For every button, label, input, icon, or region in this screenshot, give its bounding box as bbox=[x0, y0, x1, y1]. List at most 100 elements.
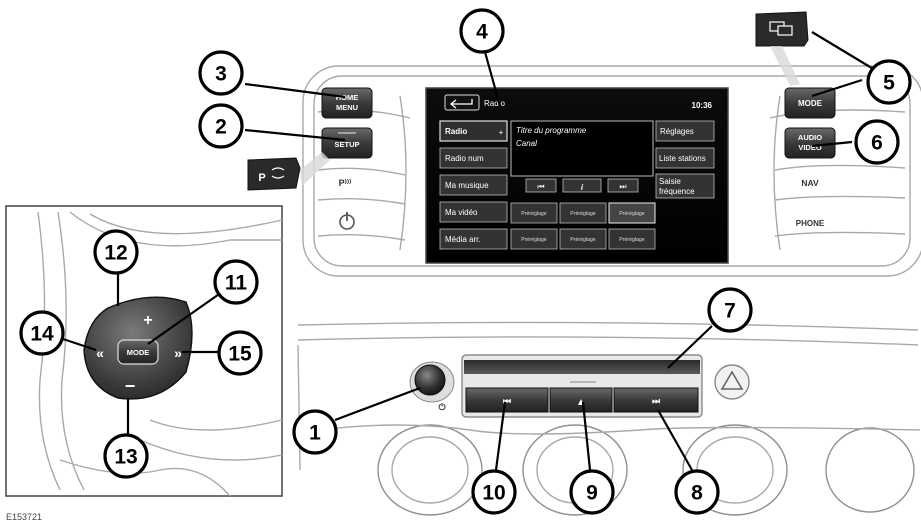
svg-text:13: 13 bbox=[114, 446, 137, 469]
skip-back-icon: ⏮ bbox=[537, 182, 544, 191]
seek-back-icon[interactable]: « bbox=[96, 345, 104, 361]
power-button[interactable] bbox=[339, 212, 355, 230]
svg-text:9: 9 bbox=[586, 482, 598, 505]
svg-text:5: 5 bbox=[883, 72, 895, 95]
screen-left-menu: Radio + Radio num Ma musique Ma vidéo Mé… bbox=[439, 120, 508, 250]
preset-label: Préréglage bbox=[570, 211, 595, 217]
preset-button[interactable] bbox=[510, 228, 558, 250]
svg-text:1: 1 bbox=[309, 422, 321, 445]
home-menu-button[interactable]: HOME MENU bbox=[321, 87, 373, 119]
menu-item-liste-stations-label: Liste stations bbox=[659, 154, 706, 163]
station-info-panel bbox=[510, 120, 654, 177]
svg-text:P: P bbox=[258, 172, 265, 184]
steering-control-pad[interactable]: + − « » MODE bbox=[83, 296, 193, 400]
menu-item-radio-num[interactable] bbox=[439, 147, 508, 169]
seek-forward-icon[interactable]: » bbox=[174, 345, 182, 361]
wheel-outline bbox=[89, 213, 283, 235]
screen-next-button[interactable]: ⏭ bbox=[607, 178, 639, 193]
preset-label: Préréglage bbox=[619, 211, 644, 217]
menu-item-media-arr-label: Média arr. bbox=[445, 235, 481, 244]
menu-item-media-arr[interactable] bbox=[439, 228, 508, 250]
volume-power-knob[interactable] bbox=[409, 361, 455, 403]
media-mode-badge-icon bbox=[755, 11, 809, 86]
power-icon: ⏻ bbox=[438, 402, 446, 412]
setup-button[interactable]: SETUP bbox=[321, 127, 373, 159]
menu-item-ma-video-label: Ma vidéo bbox=[445, 208, 478, 217]
callout-12: 12 bbox=[93, 229, 139, 275]
callout-14: 14 bbox=[19, 310, 65, 356]
menu-item-radio[interactable] bbox=[439, 120, 508, 142]
audio-video-button[interactable]: AUDIO VIDEO bbox=[784, 127, 836, 159]
menu-item-ma-video[interactable] bbox=[439, 201, 508, 223]
phone-button[interactable]: PHONE bbox=[796, 219, 825, 228]
bezel-line bbox=[317, 167, 406, 176]
callout-6: 6 bbox=[854, 119, 900, 165]
preset-button[interactable] bbox=[608, 202, 656, 224]
hazard-icon bbox=[720, 370, 744, 390]
callout-3: 3 bbox=[198, 50, 244, 96]
wheel-outline bbox=[57, 211, 85, 491]
mode-button[interactable]: MODE bbox=[784, 87, 836, 119]
menu-item-saisie-frequence[interactable] bbox=[655, 173, 715, 199]
preset-label: Préréglage bbox=[619, 237, 644, 243]
skip-forward-icon: ⏭ bbox=[619, 182, 626, 191]
preset-button[interactable] bbox=[510, 202, 558, 224]
eject-button[interactable]: ▲ bbox=[549, 387, 613, 413]
callout-13: 13 bbox=[103, 433, 149, 479]
bezel-line bbox=[399, 95, 407, 251]
preset-button[interactable] bbox=[559, 202, 607, 224]
svg-text:10: 10 bbox=[482, 482, 505, 505]
bezel-line bbox=[774, 231, 906, 237]
preset-label: Préréglage bbox=[521, 211, 546, 217]
volume-up-icon[interactable]: + bbox=[143, 312, 152, 329]
disc-slot[interactable] bbox=[464, 360, 700, 374]
menu-item-radio-num-label: Radio num bbox=[445, 154, 484, 163]
menu-item-reglages[interactable] bbox=[655, 120, 715, 142]
parking-aid-button[interactable]: P⁾⁾⁾ bbox=[339, 178, 352, 188]
prev-track-button[interactable]: ⏮ bbox=[465, 387, 549, 413]
skip-back-icon: ⏮ bbox=[503, 396, 511, 406]
screen-prev-button[interactable]: ⏮ bbox=[525, 178, 557, 193]
station-channel: Canal bbox=[516, 139, 537, 148]
screen-source-title: Radio bbox=[484, 99, 505, 108]
volume-down-icon[interactable]: − bbox=[125, 376, 136, 396]
preset-button[interactable] bbox=[608, 228, 656, 250]
svg-text:15: 15 bbox=[228, 343, 252, 366]
leader-lines bbox=[59, 31, 886, 471]
svg-text:2: 2 bbox=[215, 116, 227, 139]
station-programme-title: Titre du programme bbox=[516, 126, 587, 135]
menu-item-ma-musique[interactable] bbox=[439, 174, 508, 196]
svg-text:8: 8 bbox=[691, 482, 703, 505]
callout-7: 7 bbox=[707, 287, 753, 333]
preset-grid: Préréglage Préréglage Préréglage Prérégl… bbox=[510, 202, 656, 250]
svg-text:3: 3 bbox=[215, 63, 227, 86]
hazard-button[interactable] bbox=[714, 364, 750, 400]
menu-item-liste-stations[interactable] bbox=[655, 147, 715, 169]
setup-label: SETUP bbox=[334, 140, 359, 149]
back-arrow-icon bbox=[449, 99, 473, 109]
screen-info-button[interactable]: i bbox=[562, 178, 602, 193]
menu-item-saisie-label-line1: Saisie bbox=[659, 177, 681, 186]
callout-15: 15 bbox=[217, 330, 263, 376]
wheel-outline bbox=[59, 459, 231, 497]
lower-console: ⏮ ▲ ⏭ ⏻ bbox=[297, 321, 921, 516]
callout-10: 10 bbox=[471, 469, 517, 515]
home-menu-label-line2: MENU bbox=[336, 103, 358, 112]
next-track-button[interactable]: ⏭ bbox=[613, 387, 699, 413]
preset-label: Préréglage bbox=[570, 237, 595, 243]
preset-button[interactable] bbox=[559, 228, 607, 250]
back-button[interactable] bbox=[444, 94, 480, 111]
steering-mode-button[interactable]: MODE bbox=[117, 339, 159, 365]
menu-item-reglages-label: Réglages bbox=[660, 127, 694, 136]
callout-4: 4 bbox=[459, 8, 505, 54]
audio-video-label-line2: VIDEO bbox=[798, 143, 822, 152]
wheel-outline bbox=[69, 211, 282, 247]
svg-text:12: 12 bbox=[104, 242, 127, 265]
wheel-outline bbox=[139, 439, 283, 461]
nav-button[interactable]: NAV bbox=[801, 178, 819, 188]
svg-text:6: 6 bbox=[871, 132, 883, 155]
callout-9: 9 bbox=[569, 469, 615, 515]
callout-5: 5 bbox=[866, 59, 912, 105]
skip-forward-icon: ⏭ bbox=[652, 396, 661, 406]
svg-text:4: 4 bbox=[476, 21, 488, 44]
